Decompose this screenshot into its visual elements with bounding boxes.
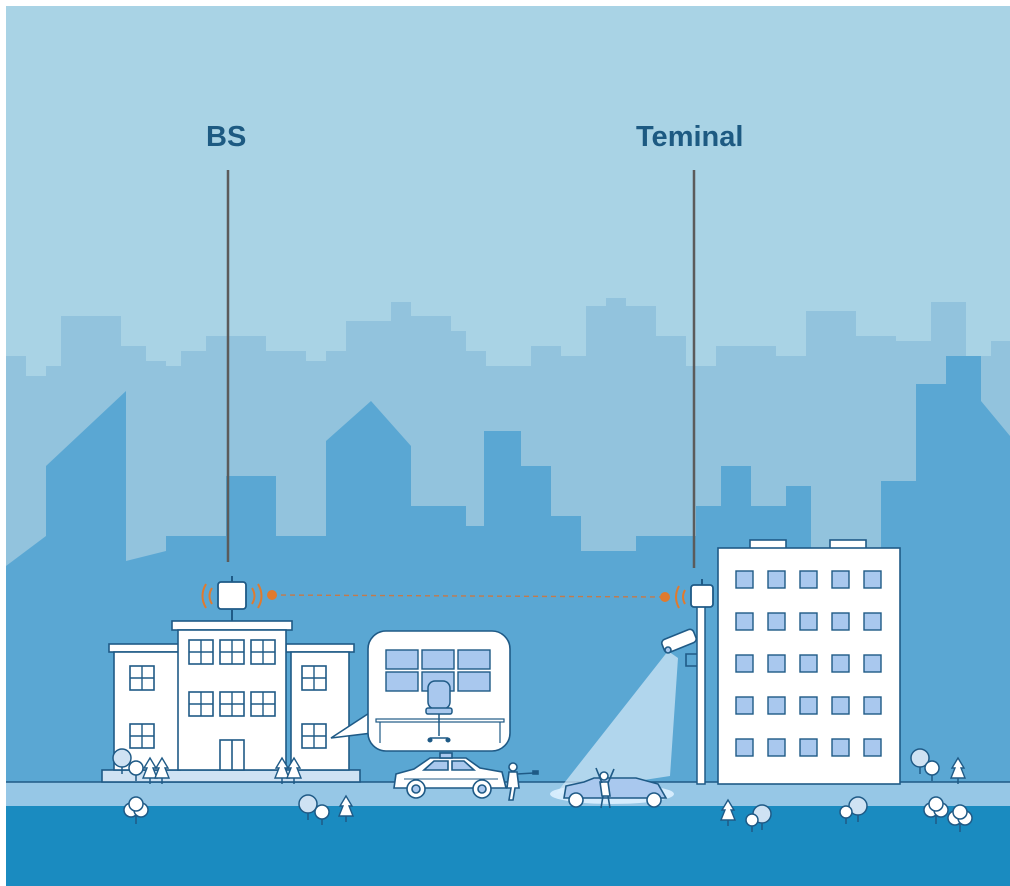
window <box>831 654 850 673</box>
window <box>831 570 850 589</box>
tree-icon <box>153 756 171 784</box>
window <box>250 639 276 665</box>
tree-icon <box>337 794 355 822</box>
window <box>799 738 818 757</box>
window <box>831 612 850 631</box>
tree-icon <box>839 805 853 824</box>
wireless-link <box>271 594 666 598</box>
window <box>250 691 276 717</box>
window <box>831 738 850 757</box>
window <box>129 665 155 691</box>
window <box>735 654 754 673</box>
tree-icon <box>298 794 318 820</box>
tree-icon <box>924 760 940 781</box>
window <box>188 691 214 717</box>
link-dot-terminal <box>660 592 670 602</box>
window <box>799 696 818 715</box>
convertible-car-icon <box>563 777 668 808</box>
monitor-screen <box>457 649 491 670</box>
building-center-cap <box>171 620 293 631</box>
police-officer-icon <box>506 762 539 801</box>
security-camera-icon <box>661 628 697 667</box>
tree-icon <box>949 756 967 784</box>
window <box>735 612 754 631</box>
window <box>219 639 245 665</box>
camera-light-cone <box>554 651 678 796</box>
building-left-wing-cap <box>108 643 186 653</box>
window <box>863 654 882 673</box>
window <box>735 696 754 715</box>
city-network-illustration <box>6 6 1010 886</box>
window <box>863 612 882 631</box>
police-car-icon <box>393 752 508 799</box>
link-dot-bs <box>267 590 277 600</box>
terminal-box <box>690 584 714 608</box>
base-station-box <box>217 581 247 610</box>
tree-icon <box>745 813 759 832</box>
trees <box>112 748 973 832</box>
monitor-screen <box>421 649 455 670</box>
window <box>188 639 214 665</box>
office-windows <box>129 639 327 749</box>
tree-icon <box>285 756 303 784</box>
monitor-screen <box>457 671 491 692</box>
window <box>301 665 327 691</box>
tree-icon <box>314 804 330 825</box>
window <box>767 738 786 757</box>
window <box>799 570 818 589</box>
tree-icon <box>112 748 132 774</box>
window <box>301 723 327 749</box>
monitor-screen <box>385 649 419 670</box>
window <box>863 696 882 715</box>
ground <box>6 806 1010 886</box>
base-station-antenna <box>201 576 263 621</box>
tree-icon <box>910 748 930 774</box>
monitor-screen <box>385 671 419 692</box>
window <box>767 612 786 631</box>
window <box>735 738 754 757</box>
window <box>799 612 818 631</box>
tree-icon <box>923 796 949 824</box>
tree-icon <box>719 798 737 826</box>
window <box>863 738 882 757</box>
tree-icon <box>128 760 144 781</box>
window <box>219 691 245 717</box>
window <box>799 654 818 673</box>
window <box>735 570 754 589</box>
base-station-label: BS <box>206 121 247 153</box>
tree-icon <box>947 804 973 832</box>
building-right-wing-cap <box>285 643 355 653</box>
terminal-signal-icon <box>675 585 686 609</box>
base-station-signal-icon <box>201 583 263 609</box>
window <box>831 696 850 715</box>
window <box>863 570 882 589</box>
tree-icon <box>123 796 149 824</box>
office-chair-icon <box>425 680 453 743</box>
suspect-icon <box>595 767 615 809</box>
terminal-pole <box>675 579 714 785</box>
window <box>767 696 786 715</box>
window <box>767 654 786 673</box>
terminal-label: Teminal <box>636 121 744 153</box>
apartment-windows <box>735 570 882 757</box>
window <box>767 570 786 589</box>
window <box>129 723 155 749</box>
